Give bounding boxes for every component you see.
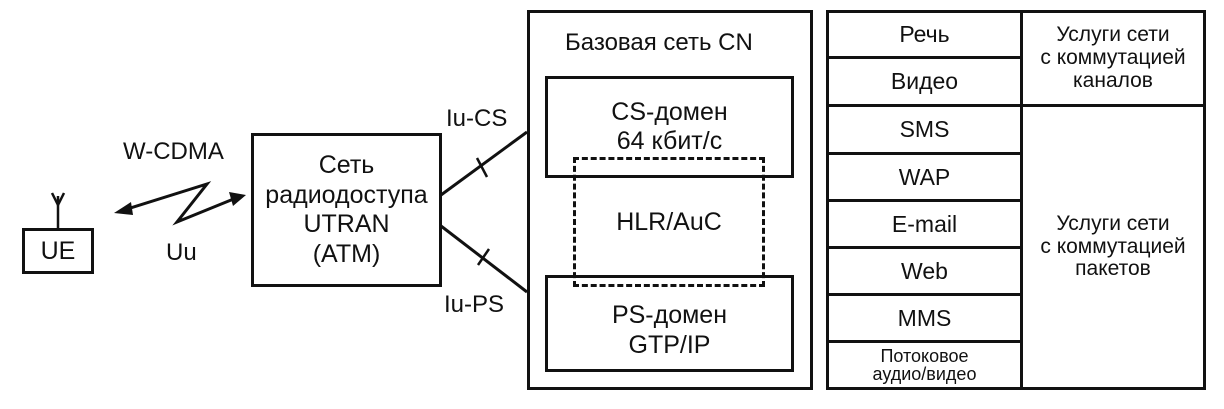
service-email: E-mail bbox=[891, 210, 958, 237]
utran-line-2: радиодоступа bbox=[265, 180, 428, 209]
service-wap: WAP bbox=[898, 163, 951, 190]
cs-domain-box: CS-домен 64 кбит/с bbox=[545, 76, 794, 178]
service-row: SMS bbox=[829, 107, 1023, 155]
cs-domain-name: CS-домен bbox=[611, 97, 728, 126]
circuit-group-line-2: с коммутацией bbox=[1040, 46, 1186, 70]
service-streaming-line-1: Потоковое bbox=[880, 346, 969, 366]
ue-label: UE bbox=[40, 236, 76, 265]
circuit-group-line-1: Услуги сети bbox=[1056, 23, 1170, 47]
packet-switched-group: Услуги сети с коммутацией пакетов bbox=[1023, 107, 1203, 387]
utran-box: Сеть радиодоступа UTRAN (ATM) bbox=[251, 133, 442, 287]
radio-arrow-right bbox=[229, 192, 246, 206]
radio-arrow-left bbox=[114, 202, 133, 215]
service-streaming-line-2: аудио/видео bbox=[872, 364, 977, 384]
service-row: MMS bbox=[829, 296, 1023, 343]
uu-label: Uu bbox=[166, 239, 197, 266]
packet-group-line-2: с коммутацией bbox=[1040, 234, 1186, 258]
core-network-title: Базовая сеть CN bbox=[565, 29, 753, 56]
iu-cs-label: Iu-CS bbox=[446, 105, 508, 132]
iu-cs-tick bbox=[475, 157, 489, 178]
service-web: Web bbox=[901, 257, 948, 284]
packet-group-line-1: Услуги сети bbox=[1056, 211, 1170, 235]
ps-domain-name: PS-домен bbox=[611, 301, 728, 329]
utran-line-4: (ATM) bbox=[312, 239, 381, 268]
packet-group-line-3: пакетов bbox=[1075, 257, 1151, 281]
iu-ps-tick bbox=[476, 248, 491, 266]
service-mms: MMS bbox=[897, 304, 952, 331]
iu-ps-line bbox=[440, 224, 528, 294]
service-row: E-mail bbox=[829, 202, 1023, 249]
utran-line-3: UTRAN bbox=[303, 210, 390, 238]
service-row: Речь bbox=[829, 13, 1023, 59]
antenna-icon bbox=[50, 192, 66, 228]
services-list: Речь Видео SMS WAP E-mail Web MMS Потоко… bbox=[829, 13, 1023, 387]
ue-box: UE bbox=[22, 228, 94, 274]
circuit-group-line-3: каналов bbox=[1073, 68, 1153, 92]
iu-ps-label: Iu-PS bbox=[444, 291, 505, 318]
services-table: Речь Видео SMS WAP E-mail Web MMS Потоко… bbox=[826, 10, 1206, 390]
service-sms: SMS bbox=[899, 116, 950, 142]
cs-domain-rate: 64 кбит/с bbox=[616, 127, 723, 155]
service-row: WAP bbox=[829, 155, 1023, 202]
service-speech: Речь bbox=[899, 21, 950, 47]
ps-domain-box: PS-домен GTP/IP bbox=[545, 275, 794, 372]
hlr-auc-box: HLR/AuC bbox=[573, 157, 765, 287]
iu-cs-line bbox=[440, 130, 528, 197]
utran-line-1: Сеть bbox=[318, 151, 375, 179]
ps-domain-protocol: GTP/IP bbox=[628, 330, 711, 359]
service-row: Потоковое аудио/видео bbox=[829, 343, 1023, 387]
radio-link-icon bbox=[123, 181, 237, 226]
hlr-auc-label: HLR/AuC bbox=[616, 207, 722, 236]
service-video: Видео bbox=[890, 68, 959, 94]
service-row: Web bbox=[829, 249, 1023, 296]
service-row: Видео bbox=[829, 59, 1023, 107]
w-cdma-label: W-CDMA bbox=[123, 138, 224, 165]
circuit-switched-group: Услуги сети с коммутацией каналов bbox=[1023, 13, 1203, 107]
